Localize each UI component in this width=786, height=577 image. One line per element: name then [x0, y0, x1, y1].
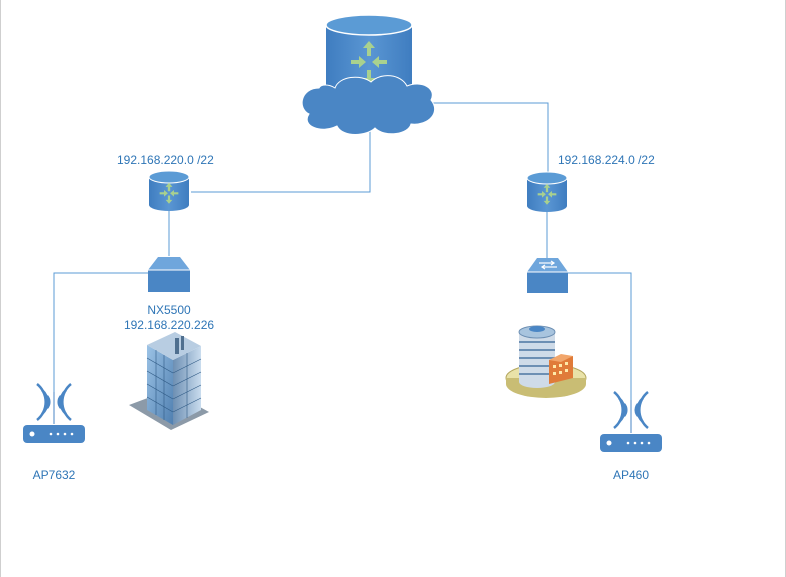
router-left-icon[interactable]: [148, 170, 190, 211]
ap-left-icon[interactable]: [23, 383, 85, 443]
router-right-icon[interactable]: [526, 171, 568, 212]
switch-left-name-label: NX5500: [147, 303, 191, 317]
ap-left-label: AP7632: [32, 468, 76, 482]
left-subnet-label: 192.168.220.0 /22: [117, 153, 214, 167]
ap-right-label: AP460: [612, 468, 650, 482]
link-right-ap-switch: [568, 272, 632, 400]
switch-right-icon[interactable]: [527, 258, 568, 293]
cloud-icon: [301, 75, 436, 135]
ap-right-icon[interactable]: [600, 391, 662, 452]
link-left-ap-switch: [53, 272, 148, 392]
switch-left-ip-label: 192.168.220.226: [123, 318, 215, 332]
right-subnet-label: 192.168.224.0 /22: [558, 153, 655, 167]
building-left-icon: [129, 332, 209, 430]
building-right-icon: [505, 325, 587, 398]
switch-left-icon[interactable]: [148, 257, 190, 292]
